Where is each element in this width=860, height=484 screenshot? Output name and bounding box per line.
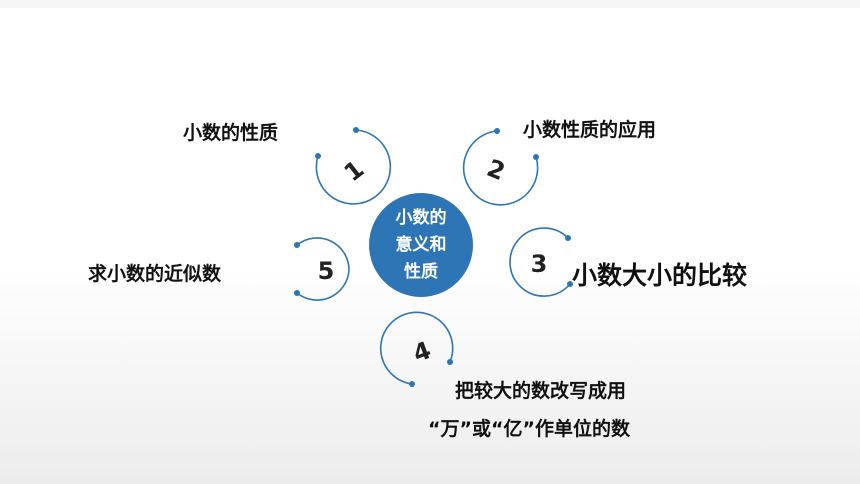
ring-3-dot-b xyxy=(567,281,573,287)
center-topic-title: 小数的意义和性质 xyxy=(395,207,447,282)
ring-4-arc xyxy=(379,311,454,385)
ring-2-arc xyxy=(462,130,539,206)
ring-1-dot-b xyxy=(315,153,321,159)
branch-4-label-line2: “万”或“亿”作单位的数 xyxy=(428,418,630,440)
ring-4-dot-b xyxy=(409,381,415,387)
ring-1-dot-a xyxy=(353,127,359,133)
branch-2-label: 小数性质的应用 xyxy=(523,119,657,141)
branch-4-label-line1: 把较大的数改写成用 xyxy=(455,380,627,402)
branch-5-label: 求小数的近似数 xyxy=(88,263,222,285)
ring-1-arc xyxy=(315,129,392,205)
branch-5-number: 5 xyxy=(317,257,335,285)
ring-5-dot-a xyxy=(294,242,300,248)
ring-3-arc xyxy=(509,227,571,297)
branch-3-number: 3 xyxy=(530,250,548,278)
ring-2-dot-b xyxy=(533,154,539,160)
ring-5-arc xyxy=(296,237,350,301)
top-band xyxy=(0,0,860,8)
branch-3-label: 小数大小的比较 xyxy=(572,261,748,290)
ring-2-dot-a xyxy=(494,128,500,134)
center-topic-node: 小数的意义和性质 xyxy=(369,193,473,297)
ring-5-dot-b xyxy=(294,290,300,296)
branch-1-label: 小数的性质 xyxy=(183,122,279,144)
ring-3-dot-a xyxy=(565,235,571,241)
ring-4-dot-a xyxy=(447,359,453,365)
